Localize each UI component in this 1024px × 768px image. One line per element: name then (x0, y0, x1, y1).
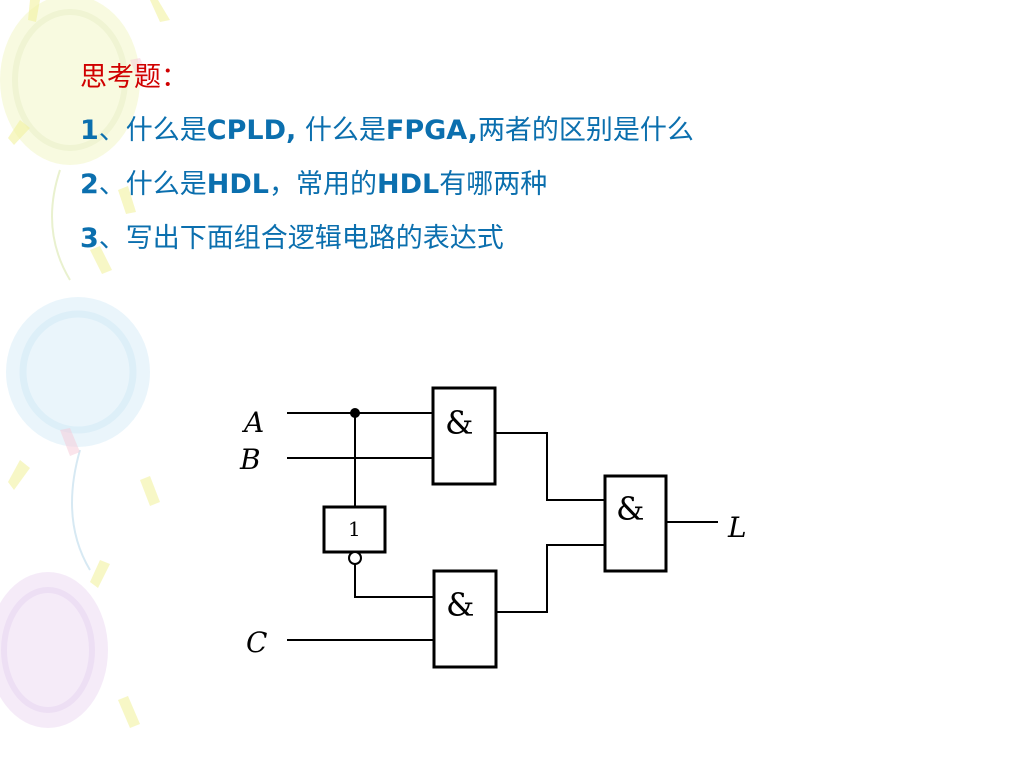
question-3: 3、写出下面组合逻辑电路的表达式 (80, 212, 694, 266)
wire-not-output (354, 564, 434, 598)
question-text: 什么是 (296, 115, 386, 146)
label-input-c: C (246, 626, 267, 659)
and-symbol-lower: & (446, 586, 474, 624)
question-number: 1 (80, 115, 99, 146)
not-gate-bubble (348, 551, 362, 565)
slide-heading: 思考题： (80, 62, 188, 93)
question-number: 2 (80, 169, 99, 200)
and-gate-upper (431, 386, 497, 486)
label-input-b: B (239, 443, 261, 476)
question-term-hdl: HDL (377, 169, 440, 200)
question-text: 、什么是 (98, 115, 207, 146)
and-symbol-upper: & (445, 404, 473, 442)
and-symbol-final: & (616, 490, 644, 528)
question-2: 2、什么是HDL，常用的HDL有哪两种 (80, 158, 694, 212)
label-output-l: L (727, 511, 747, 544)
junction-dot (350, 408, 360, 418)
question-1: 1、什么是CPLD, 什么是FPGA,两者的区别是什么 (80, 104, 694, 158)
question-text-block: 思考题： 1、什么是CPLD, 什么是FPGA,两者的区别是什么 2、什么是HD… (80, 52, 694, 266)
question-text: ，常用的 (269, 169, 378, 200)
question-term-cpld: CPLD, (206, 115, 297, 146)
label-input-a: A (241, 406, 264, 439)
wire-upper-and-output (495, 432, 605, 501)
question-term-fpga: FPGA, (385, 115, 478, 146)
question-text: 、写出下面组合逻辑电路的表达式 (98, 223, 504, 254)
and-gate-final (603, 474, 668, 573)
question-text: 两者的区别是什么 (477, 115, 694, 146)
and-gate-lower (432, 569, 498, 669)
question-number: 3 (80, 223, 99, 254)
not-symbol: 1 (348, 517, 361, 541)
question-text: 、什么是 (98, 169, 207, 200)
wire-lower-and-output (496, 544, 605, 613)
not-gate (322, 505, 387, 554)
question-text: 有哪两种 (439, 169, 548, 200)
question-term-hdl: HDL (206, 169, 270, 200)
